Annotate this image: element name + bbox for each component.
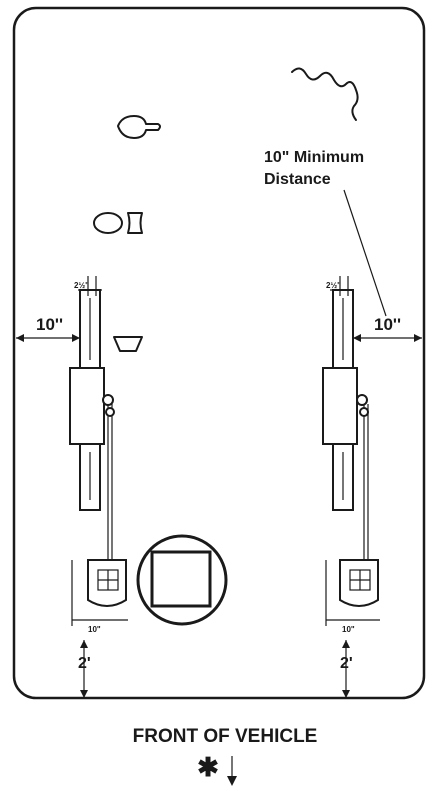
right-front-clearance xyxy=(342,640,350,698)
right-bottom-dimension xyxy=(325,560,380,626)
floor-hatch-square xyxy=(150,550,212,608)
vehicle-floor-outline xyxy=(12,6,426,700)
left-seat-body xyxy=(69,367,105,445)
left-top-dimension xyxy=(78,276,102,296)
minimum-distance-leader xyxy=(343,189,387,317)
left-side-gap-label: 10'' xyxy=(36,315,63,334)
left-bottom-dim-label: 10" xyxy=(88,625,101,634)
left-seat-assembly xyxy=(69,289,127,607)
front-direction-arrow-icon xyxy=(227,756,237,786)
right-front-gap-label: 2' xyxy=(340,655,353,672)
left-front-gap-label: 2' xyxy=(78,655,91,672)
right-seat-body xyxy=(322,367,358,445)
left-base-plate xyxy=(87,559,127,607)
left-front-clearance xyxy=(80,640,88,698)
right-top-dim-label: 2½" xyxy=(326,281,341,290)
right-side-clearance xyxy=(353,334,422,342)
cup-shape xyxy=(113,336,143,352)
right-seat-assembly xyxy=(322,289,379,607)
right-bottom-dim-label: 10" xyxy=(342,625,355,634)
right-top-dimension xyxy=(330,276,354,296)
bracket-shape xyxy=(127,212,143,234)
wavy-break-line xyxy=(291,67,359,121)
floor-hatch xyxy=(136,534,228,626)
left-side-clearance xyxy=(16,334,80,342)
min-distance-label-line2: Distance xyxy=(264,171,331,188)
oval-shape xyxy=(93,212,123,234)
left-top-dim-label: 2½" xyxy=(74,281,89,290)
left-bottom-dimension xyxy=(71,560,128,626)
front-of-vehicle-label: FRONT OF VEHICLE xyxy=(133,726,318,747)
keyhole-shape xyxy=(117,115,161,139)
asterisk-icon: ✱ xyxy=(197,752,219,782)
right-side-gap-label: 10'' xyxy=(374,315,401,334)
min-distance-label-line1: 10" Minimum xyxy=(264,149,364,166)
right-base-plate xyxy=(339,559,379,607)
